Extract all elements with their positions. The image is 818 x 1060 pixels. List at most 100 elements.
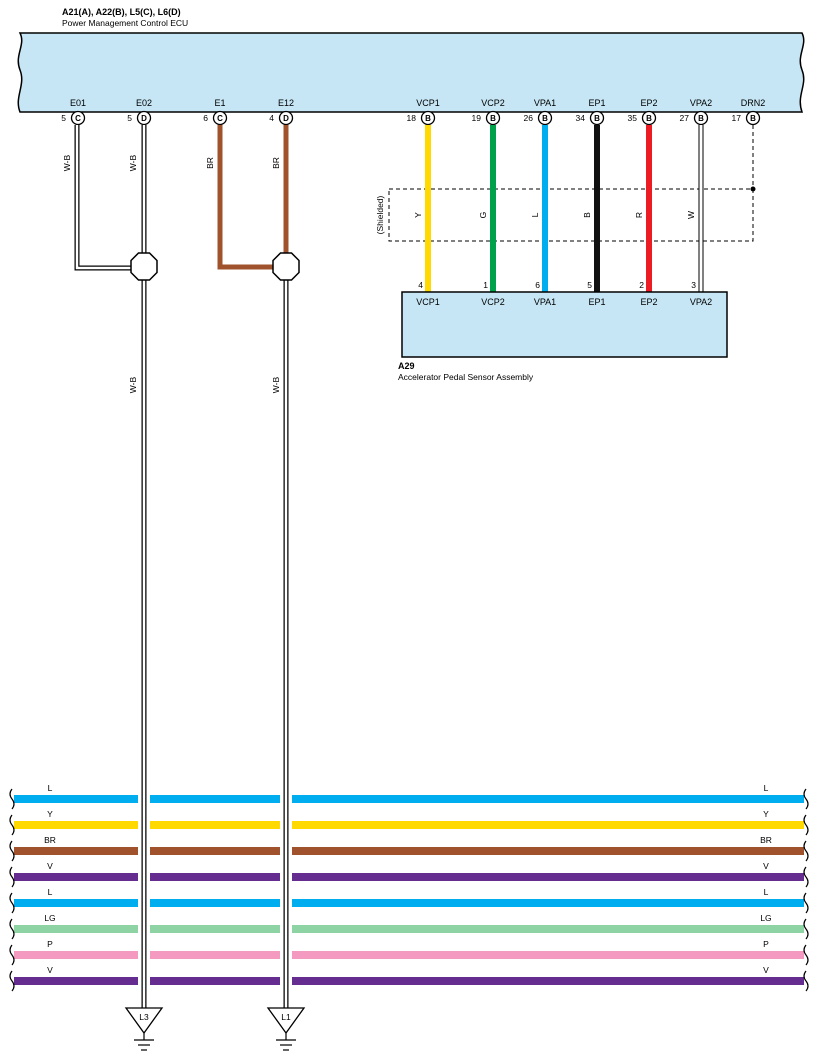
wire-label-e12: BR	[271, 157, 281, 169]
ground-label-l1: L1	[281, 1012, 291, 1022]
pin-number-e02: 5	[127, 113, 132, 123]
sensor-name: Accelerator Pedal Sensor Assembly	[398, 372, 534, 382]
terminal-name-vcp2: VCP2	[481, 98, 505, 108]
pin-number-drn2: 17	[732, 113, 742, 123]
drain-junction	[750, 186, 756, 192]
bus-label-left-1: L	[48, 783, 53, 793]
terminal-name-vcp1: VCP1	[416, 98, 440, 108]
pin-number-ep2: 35	[628, 113, 638, 123]
pin-number-vpa2: 27	[680, 113, 690, 123]
pin-circle-e01	[70, 110, 86, 126]
pin-circle-e12	[278, 110, 294, 126]
pin-circle-vpa1	[537, 110, 553, 126]
bus-label-left-3: BR	[44, 835, 56, 845]
splice-point-right	[272, 252, 300, 281]
bus-label-left-5: L	[48, 887, 53, 897]
terminal-name-e02: E02	[136, 98, 152, 108]
shield-label: (Shielded)	[375, 195, 385, 234]
pin-circle-ep1	[589, 110, 605, 126]
pin-number-vpa1: 26	[524, 113, 534, 123]
sensor-pin-vpa1: 6	[535, 280, 540, 290]
ecu-terminal-vpa2: VPA2 27 B	[680, 98, 712, 126]
bus-label-left-4: V	[47, 861, 53, 871]
ecu-terminal-e02: E02 5 D	[127, 98, 152, 126]
ground-triangle-l1	[266, 1007, 306, 1035]
bus-label-right-2: Y	[763, 809, 769, 819]
shield-box	[388, 188, 754, 242]
wire-color-vpa1: L	[530, 212, 540, 217]
terminal-name-vpa2: VPA2	[690, 98, 712, 108]
connector-letter-e12: D	[283, 114, 289, 123]
ecu-terminal-vpa1: VPA1 26 B	[524, 98, 556, 126]
ground-triangle-l3	[124, 1007, 164, 1035]
bus-label-right-7: P	[763, 939, 769, 949]
connector-letter-e1: C	[217, 114, 223, 123]
terminal-name-vpa1: VPA1	[534, 98, 556, 108]
wire-label-trunk-right: W-B	[271, 376, 281, 393]
pin-number-vcp1: 18	[407, 113, 417, 123]
bus-label-right-1: L	[764, 783, 769, 793]
ecu-terminal-e01: E01 5 C	[61, 98, 86, 126]
bus-line-3: BR BR	[9, 835, 809, 862]
pin-number-vcp2: 19	[472, 113, 482, 123]
ecu-name: Power Management Control ECU	[62, 18, 188, 28]
bus-label-right-6: LG	[760, 913, 771, 923]
splice-point-left	[130, 252, 158, 281]
sensor-pin-vcp2: 1	[483, 280, 488, 290]
wire-label-e1: BR	[205, 157, 215, 169]
sensor-terminal-ep2: EP2	[640, 297, 657, 307]
terminal-name-e1: E1	[214, 98, 225, 108]
terminal-name-e01: E01	[70, 98, 86, 108]
ground-label-l3: L3	[139, 1012, 149, 1022]
bus-label-left-6: LG	[44, 913, 55, 923]
terminal-name-drn2: DRN2	[741, 98, 766, 108]
ecu-terminal-e1: E1 6 C	[203, 98, 228, 126]
bus-label-left-8: V	[47, 965, 53, 975]
pin-circle-e02	[136, 110, 152, 126]
sensor-pin-vpa2: 3	[691, 280, 696, 290]
sensor-code: A29	[398, 361, 415, 371]
bus-label-right-3: BR	[760, 835, 772, 845]
sensor-terminal-vcp2: VCP2	[481, 297, 505, 307]
ecu-connector-list: A21(A), A22(B), L5(C), L6(D)	[62, 7, 181, 17]
ground-l3: L3	[124, 1007, 164, 1051]
sensor-terminal-vcp1: VCP1	[416, 297, 440, 307]
ecu-terminal-drn2: DRN2 17 B	[732, 98, 766, 126]
ecu-terminal-vcp2: VCP2 19 B	[472, 98, 505, 126]
ecu-box	[17, 32, 805, 113]
pin-circle-vcp2	[485, 110, 501, 126]
wire-color-vcp1: Y	[413, 212, 423, 218]
wire-color-ep1: B	[582, 212, 592, 218]
bus-label-left-2: Y	[47, 809, 53, 819]
wire-e1	[217, 125, 273, 270]
sensor-terminal-vpa2: VPA2	[690, 297, 712, 307]
bus-label-right-8: V	[763, 965, 769, 975]
wire-e01	[74, 125, 131, 271]
sensor-pin-ep1: 5	[587, 280, 592, 290]
pin-circle-drn2	[745, 110, 761, 126]
wire-label-e01: W-B	[62, 154, 72, 171]
pin-circle-ep2	[641, 110, 657, 126]
pin-number-e01: 5	[61, 113, 66, 123]
terminal-name-ep1: EP1	[588, 98, 605, 108]
bus-label-right-4: V	[763, 861, 769, 871]
pin-circle-vcp1	[420, 110, 436, 126]
wire-label-trunk-left: W-B	[128, 376, 138, 393]
wire-color-vcp2: G	[478, 212, 488, 219]
connector-letter-vpa1: B	[542, 114, 548, 123]
ecu-terminal-e12: E12 4 D	[269, 98, 294, 126]
bus-line-6: LG LG	[9, 913, 809, 940]
sensor-pin-vcp1: 4	[418, 280, 423, 290]
connector-letter-vcp1: B	[425, 114, 431, 123]
connector-letter-e02: D	[141, 114, 147, 123]
pin-number-e12: 4	[269, 113, 274, 123]
wire-label-e02: W-B	[128, 154, 138, 171]
terminal-name-ep2: EP2	[640, 98, 657, 108]
connector-letter-drn2: B	[750, 114, 756, 123]
pin-circle-e1	[212, 110, 228, 126]
